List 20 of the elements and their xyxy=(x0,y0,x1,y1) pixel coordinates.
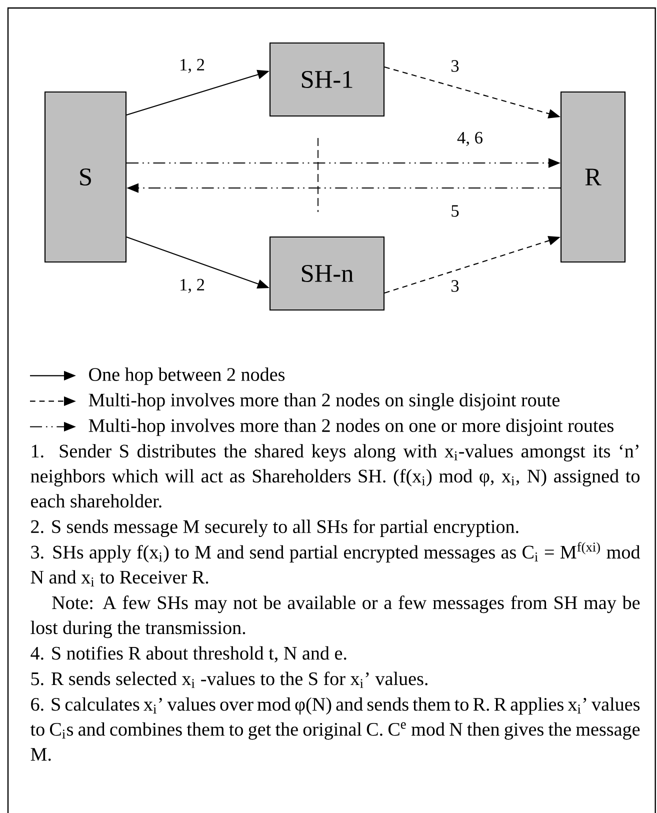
note-text: 3. SHs apply f(x$_{i}$) to M and send partial encrypted messages as C$_{i}$ = M$^{f(xi)}$ mod N and x$_{i}$ to Receiver R. xyxy=(30,542,640,586)
edge-label: 4, 6 xyxy=(456,130,484,148)
note-text: 1. Sender S distributes the shared keys along with x$_{i}$-values amongst its ‘n’ neighbors which will act as Shareholders SH. (f(x$_{i}$) mod φ, x$_{i}$, N) assigned to each shareholder. xyxy=(30,444,640,508)
edge-label: 1, 2 xyxy=(178,278,206,294)
legend-text: Multi-hop involves more than 2 nodes on one or more disjoint routes xyxy=(88,418,614,436)
sender-box: S xyxy=(44,91,127,263)
note-text: 2. S sends message M securely to all SHs for partial encryption. xyxy=(31,519,518,538)
edge-label: 5 xyxy=(449,204,461,218)
shareholder-box: SH-n xyxy=(269,236,385,311)
shareholder-box: SH-1 xyxy=(269,42,385,117)
edge-label: 1, 2 xyxy=(178,58,206,74)
receiver-box: R xyxy=(560,91,626,263)
legend-text: Multi-hop involves more than 2 nodes on single disjoint route xyxy=(88,393,560,410)
note-text: 4. S notifies R about threshold t, N and e. xyxy=(30,646,346,662)
note-text: 6. S calculates x$_{i}$’ values over mod φ(N) and sends them to R. R applies x$_{i}$’ values to C$_{i}$s and combines them to get the original C. C$^{e}$ mod N then gives the message M. xyxy=(30,697,640,761)
note-text: 5. R sends selected x$_{i}$ -values to the S for x$_{i}$’ values. xyxy=(31,672,428,688)
edge-label: 3 xyxy=(449,278,461,294)
edge-label: 3 xyxy=(449,58,461,74)
legend-text: One hop between 2 nodes xyxy=(89,368,285,385)
note-text: Note: A few SHs may not be available or a few messages from SH may be lost during the transmission. xyxy=(30,596,640,638)
